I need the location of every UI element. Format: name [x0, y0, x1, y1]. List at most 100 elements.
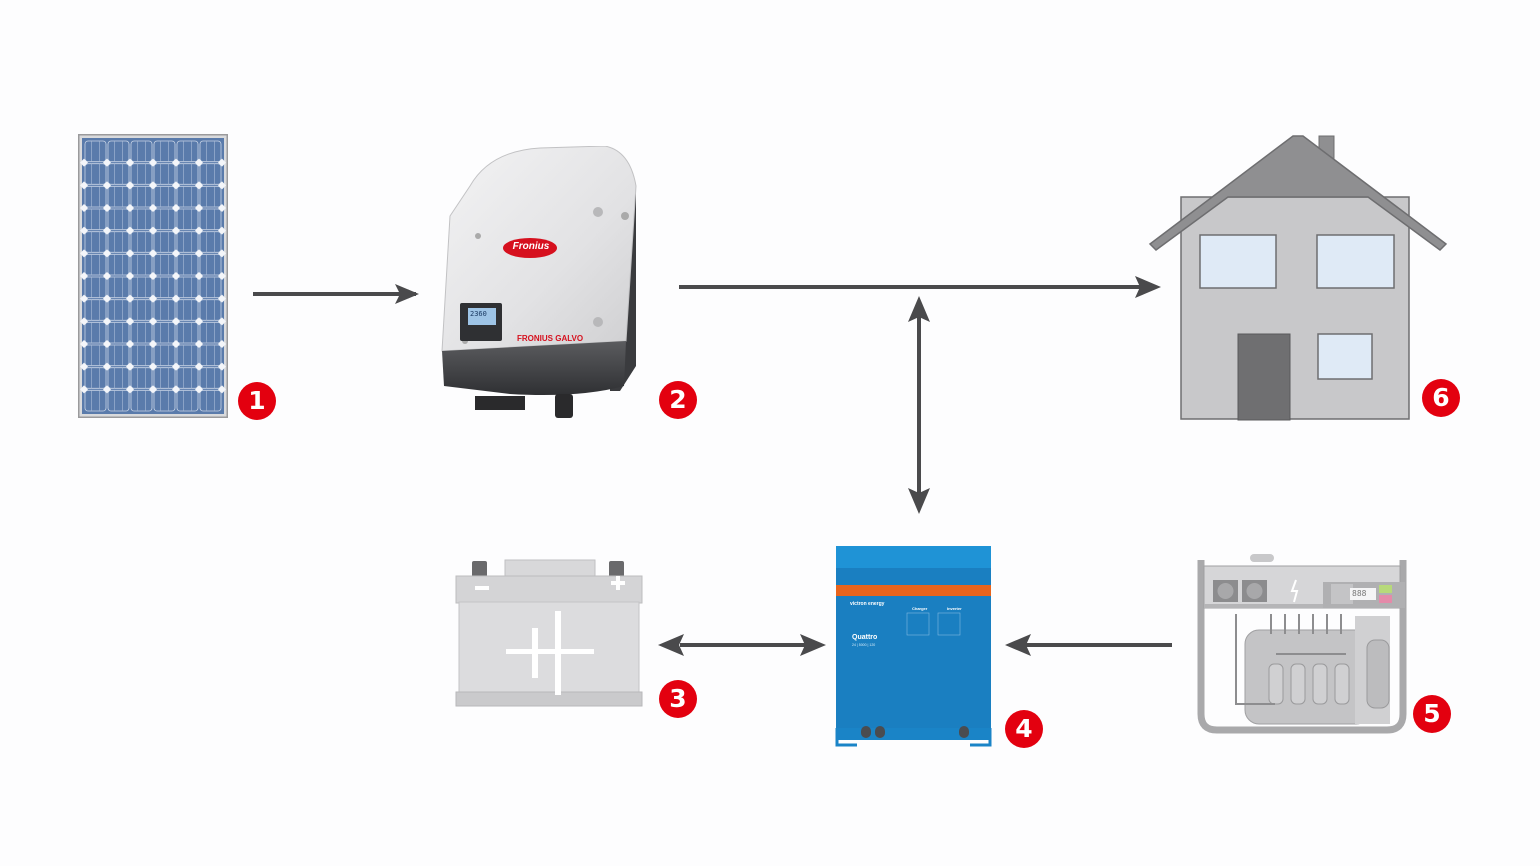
solar-cell	[84, 321, 107, 344]
cell-corner	[172, 317, 180, 326]
solar-cell	[130, 208, 153, 231]
solar-cell	[107, 276, 130, 299]
solar-cell	[176, 208, 199, 231]
cell-corner	[195, 204, 203, 212]
solar-cell	[130, 299, 153, 321]
badge-4: 4	[1005, 710, 1043, 748]
cell-corner	[218, 385, 226, 394]
cell-corner	[172, 385, 180, 394]
solar-cell	[153, 231, 176, 253]
solar-cell	[84, 208, 107, 231]
arrow-grid-to-charger-bottom-head	[908, 488, 930, 514]
solar-cell	[84, 389, 107, 412]
solar-cell	[107, 253, 130, 276]
solar-cell	[199, 140, 222, 163]
arrow-generator-to-charger-head	[1005, 634, 1031, 656]
solar-cell	[176, 185, 199, 208]
cell-corner	[149, 294, 157, 303]
arrow-grid-to-charger-top-head	[908, 296, 930, 322]
cell-corner	[172, 362, 180, 371]
solar-cell	[130, 163, 153, 185]
badge-2: 2	[659, 381, 697, 419]
inverter-icon	[441, 146, 637, 418]
solar-cell	[199, 253, 222, 276]
solar-cell	[199, 185, 222, 208]
solar-cell	[130, 367, 153, 389]
cell-corner	[195, 317, 203, 326]
cell-corner	[103, 317, 111, 326]
cell-corner	[126, 204, 134, 212]
solar-cell	[153, 140, 176, 163]
cell-corner	[195, 249, 203, 258]
cell-corner	[126, 362, 134, 371]
solar-cell	[130, 321, 153, 344]
solar-cell	[107, 140, 130, 163]
cell-corner	[195, 272, 203, 280]
cell-corner	[218, 249, 226, 258]
badge-6: 6	[1422, 379, 1460, 417]
cell-corner	[80, 317, 88, 326]
cell-corner	[172, 294, 180, 303]
cell-corner	[103, 249, 111, 258]
solar-cell	[199, 231, 222, 253]
cell-corner	[126, 158, 134, 167]
cell-corner	[80, 362, 88, 371]
solar-cell	[176, 321, 199, 344]
solar-cell	[84, 276, 107, 299]
cell-corner	[195, 181, 203, 190]
cell-corner	[126, 317, 134, 326]
cell-corner	[172, 249, 180, 258]
badge-5: 5	[1413, 695, 1451, 733]
cell-corner	[103, 385, 111, 394]
arrow-battery-charger-left-head	[658, 634, 684, 656]
cell-corner	[218, 226, 226, 235]
cell-corner	[218, 362, 226, 371]
solar-cell	[107, 163, 130, 185]
cell-corner	[218, 272, 226, 280]
cell-corner	[149, 362, 157, 371]
solar-cell	[153, 276, 176, 299]
solar-cell	[153, 208, 176, 231]
cell-corner	[126, 385, 134, 394]
solar-cell	[199, 389, 222, 412]
solar-cell	[176, 299, 199, 321]
victron-model-sub: 24 | 5000 | 120	[852, 643, 876, 647]
solar-cell	[153, 389, 176, 412]
solar-cell	[153, 299, 176, 321]
cell-corner	[103, 362, 111, 371]
arrow-inverter-to-house-head	[1135, 276, 1161, 298]
inverter-charger-icon	[835, 546, 992, 747]
cell-corner	[172, 158, 180, 167]
solar-cell	[84, 299, 107, 321]
solar-cell	[199, 299, 222, 321]
solar-cell	[130, 276, 153, 299]
cell-corner	[218, 204, 226, 212]
arrow-battery-charger-right-head	[800, 634, 826, 656]
cell-corner	[126, 226, 134, 235]
cell-corner	[103, 226, 111, 235]
cell-corner	[103, 294, 111, 303]
solar-cell	[107, 344, 130, 367]
cell-corner	[172, 181, 180, 190]
cell-corner	[149, 249, 157, 258]
solar-cell	[107, 389, 130, 412]
solar-cell	[176, 389, 199, 412]
solar-cell	[153, 344, 176, 367]
cell-corner	[149, 272, 157, 280]
cell-corner	[195, 340, 203, 348]
cell-corner	[218, 158, 226, 167]
solar-cell	[130, 140, 153, 163]
cell-corner	[149, 385, 157, 394]
cell-corner	[195, 362, 203, 371]
cell-corner	[218, 294, 226, 303]
generator-display-value: 888	[1352, 589, 1367, 598]
cell-corner	[218, 181, 226, 190]
cell-corner	[80, 249, 88, 258]
solar-cell	[84, 140, 107, 163]
cell-corner	[195, 294, 203, 303]
solar-cell	[176, 163, 199, 185]
solar-cell	[153, 321, 176, 344]
cell-corner	[195, 385, 203, 394]
badge-3: 3	[659, 680, 697, 718]
